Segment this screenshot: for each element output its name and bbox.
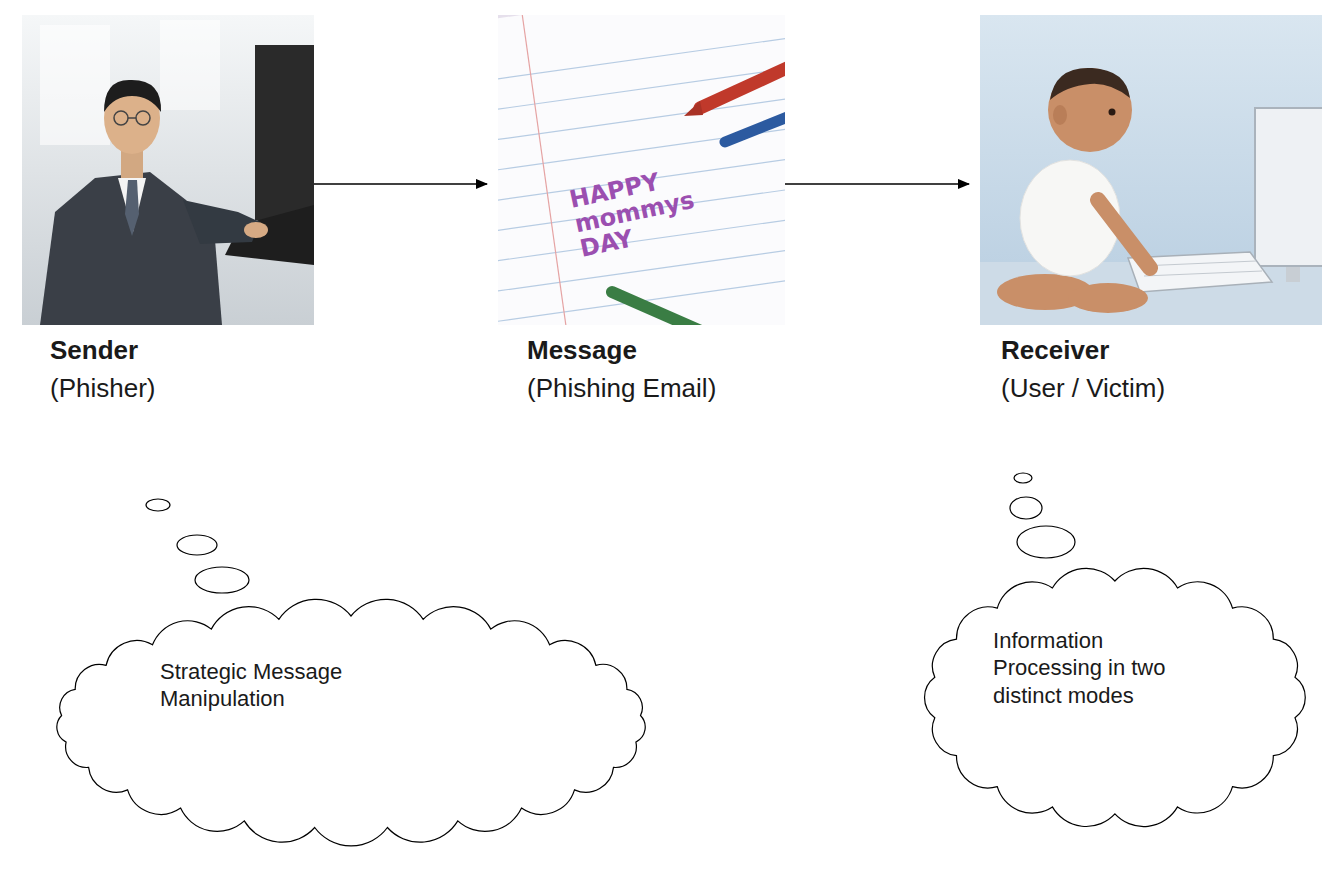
cloud-path xyxy=(57,600,645,847)
caption-block: Receiver(User / Victim) xyxy=(1001,331,1165,407)
photo-panel: Sender(Phisher) xyxy=(22,15,314,325)
caption-heading: Message xyxy=(527,331,716,369)
caption-heading: Receiver xyxy=(1001,331,1165,369)
caption-subtitle: (User / Victim) xyxy=(1001,369,1165,407)
thought-cloud: Strategic Message Manipulation xyxy=(41,596,661,848)
cloud-path xyxy=(925,568,1306,826)
caption-subtitle: (Phishing Email) xyxy=(527,369,716,407)
crayon-writing: HAPPY mommys DAY xyxy=(567,165,692,262)
caption-block: Message(Phishing Email) xyxy=(527,331,716,407)
cloud-outline xyxy=(41,596,661,848)
caption-subtitle: (Phisher) xyxy=(50,369,155,407)
message-photo xyxy=(498,15,785,325)
caption-heading: Sender xyxy=(50,331,155,369)
thought-trail xyxy=(146,473,1075,593)
label-holder: HAPPY mommys DAY xyxy=(567,165,692,262)
thought-text: Information Processing in two distinct m… xyxy=(993,627,1183,710)
receiver-photo xyxy=(980,15,1322,325)
sender-photo xyxy=(22,15,314,325)
flow-arrow xyxy=(314,183,487,185)
photo-panel: Receiver(User / Victim) xyxy=(980,15,1322,325)
caption-block: Sender(Phisher) xyxy=(50,331,155,407)
thought-cloud: Information Processing in two distinct m… xyxy=(912,561,1318,834)
photo-panel: Message(Phishing Email) xyxy=(498,15,785,325)
thought-text: Strategic Message Manipulation xyxy=(160,658,390,713)
flow-arrow xyxy=(785,183,969,185)
